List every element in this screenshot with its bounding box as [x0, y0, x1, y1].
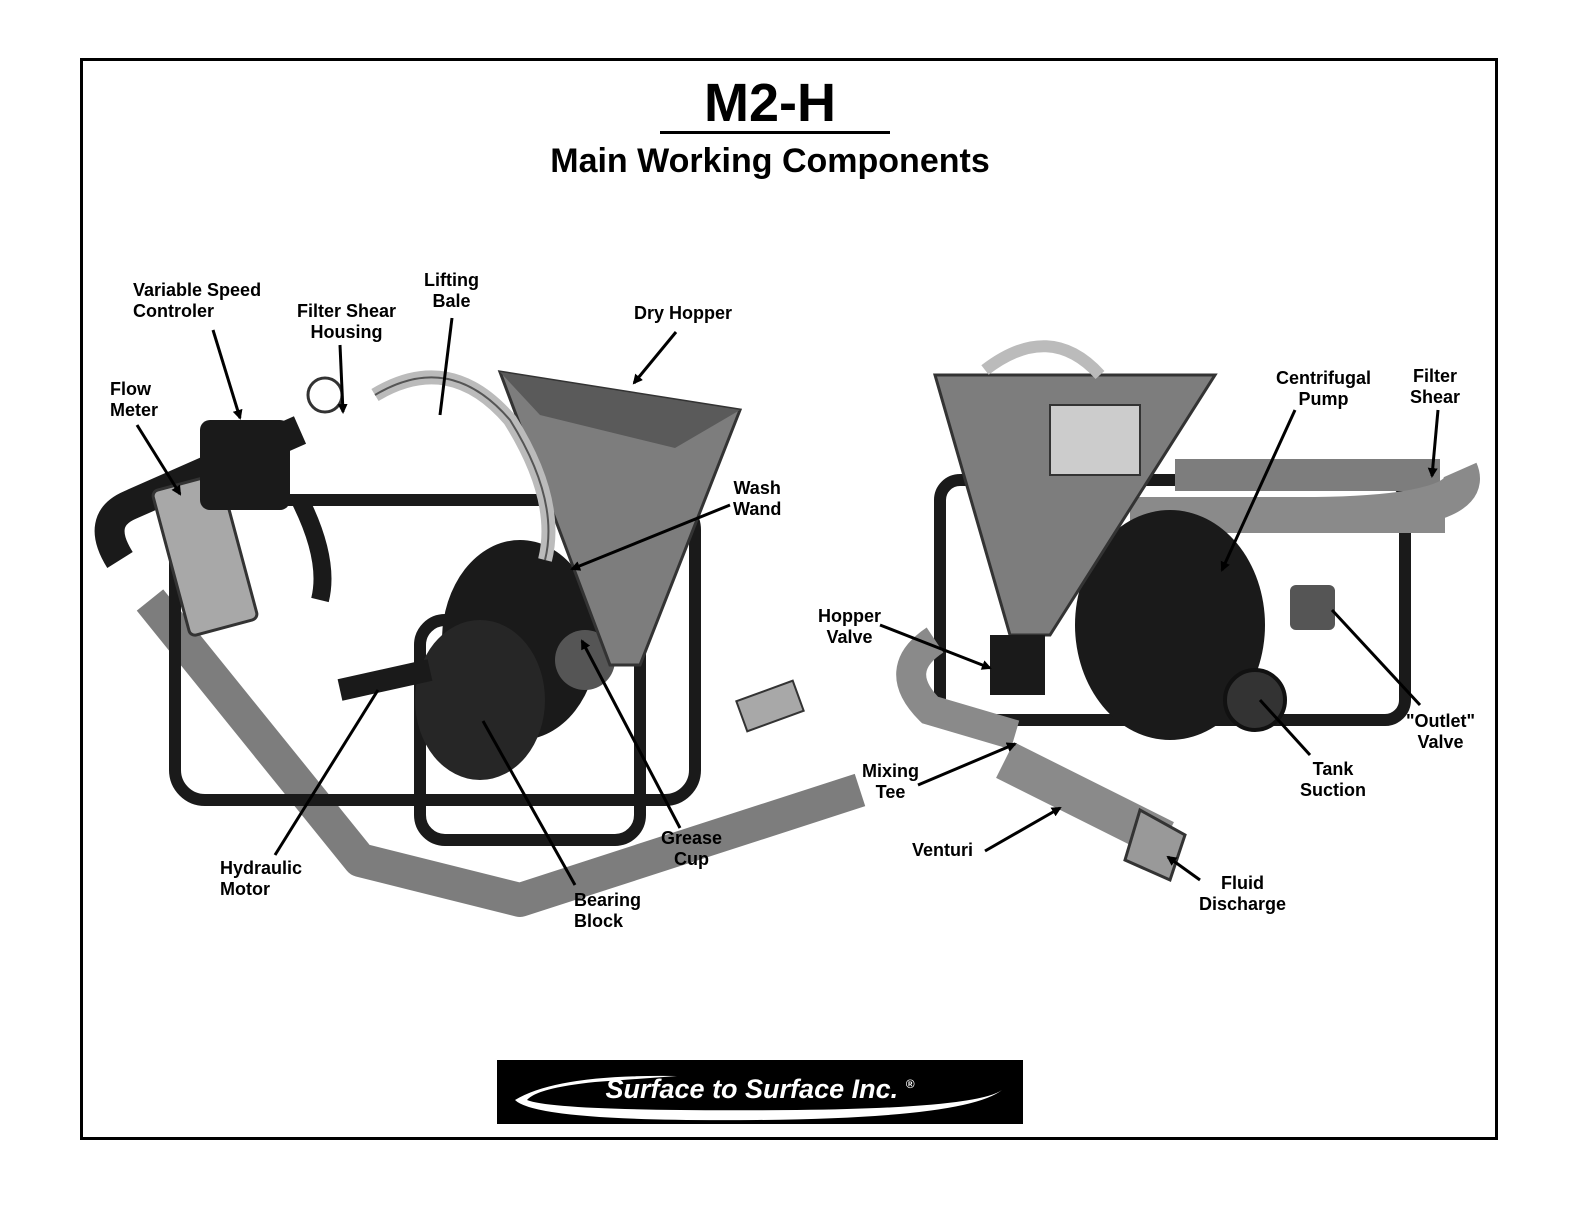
- label-text: Centrifugal Pump: [1276, 368, 1371, 410]
- registered-mark: ®: [906, 1077, 915, 1091]
- label-text: Wash Wand: [733, 478, 781, 520]
- label-text: Hopper Valve: [818, 606, 881, 648]
- label-tank-suction: Tank Suction: [1300, 759, 1366, 801]
- label-hopper-valve: Hopper Valve: [818, 606, 881, 648]
- label-lifting-bale: Lifting Bale: [424, 270, 479, 312]
- label-mixing-tee: Mixing Tee: [862, 761, 919, 803]
- label-venturi: Venturi: [912, 840, 973, 861]
- label-text: Filter Shear Housing: [297, 301, 396, 343]
- label-variable-speed-controller: Variable Speed Controler: [133, 280, 261, 322]
- label-hydraulic-motor: Hydraulic Motor: [220, 858, 302, 900]
- label-text: Fluid Discharge: [1199, 873, 1286, 915]
- logo-name: Surface to Surface Inc.: [606, 1074, 899, 1104]
- label-wash-wand: Wash Wand: [733, 478, 781, 520]
- left-machine-photo: [110, 372, 860, 900]
- label-text: Bearing Block: [574, 890, 641, 932]
- label-text: Mixing Tee: [862, 761, 919, 803]
- label-text: Tank Suction: [1300, 759, 1366, 801]
- label-outlet-valve: "Outlet" Valve: [1406, 711, 1475, 753]
- label-text: Flow Meter: [110, 379, 158, 421]
- label-text: Variable Speed Controler: [133, 280, 261, 322]
- label-flow-meter: Flow Meter: [110, 379, 158, 421]
- label-filter-shear-housing: Filter Shear Housing: [297, 301, 396, 343]
- label-filter-shear: Filter Shear: [1410, 366, 1460, 408]
- label-text: Venturi: [912, 840, 973, 861]
- label-bearing-block: Bearing Block: [574, 890, 641, 932]
- label-grease-cup: Grease Cup: [661, 828, 722, 870]
- label-centrifugal-pump: Centrifugal Pump: [1276, 368, 1371, 410]
- label-text: Dry Hopper: [634, 303, 732, 324]
- logo-text: Surface to Surface Inc. ®: [497, 1074, 1023, 1105]
- company-logo: Surface to Surface Inc. ®: [497, 1060, 1023, 1124]
- label-text: Hydraulic Motor: [220, 858, 302, 900]
- label-dry-hopper: Dry Hopper: [634, 303, 732, 324]
- label-text: Filter Shear: [1410, 366, 1460, 408]
- label-text: Grease Cup: [661, 828, 722, 870]
- label-text: Lifting Bale: [424, 270, 479, 312]
- label-fluid-discharge: Fluid Discharge: [1199, 873, 1286, 915]
- label-text: "Outlet" Valve: [1406, 711, 1475, 753]
- right-machine-photo: [911, 346, 1462, 880]
